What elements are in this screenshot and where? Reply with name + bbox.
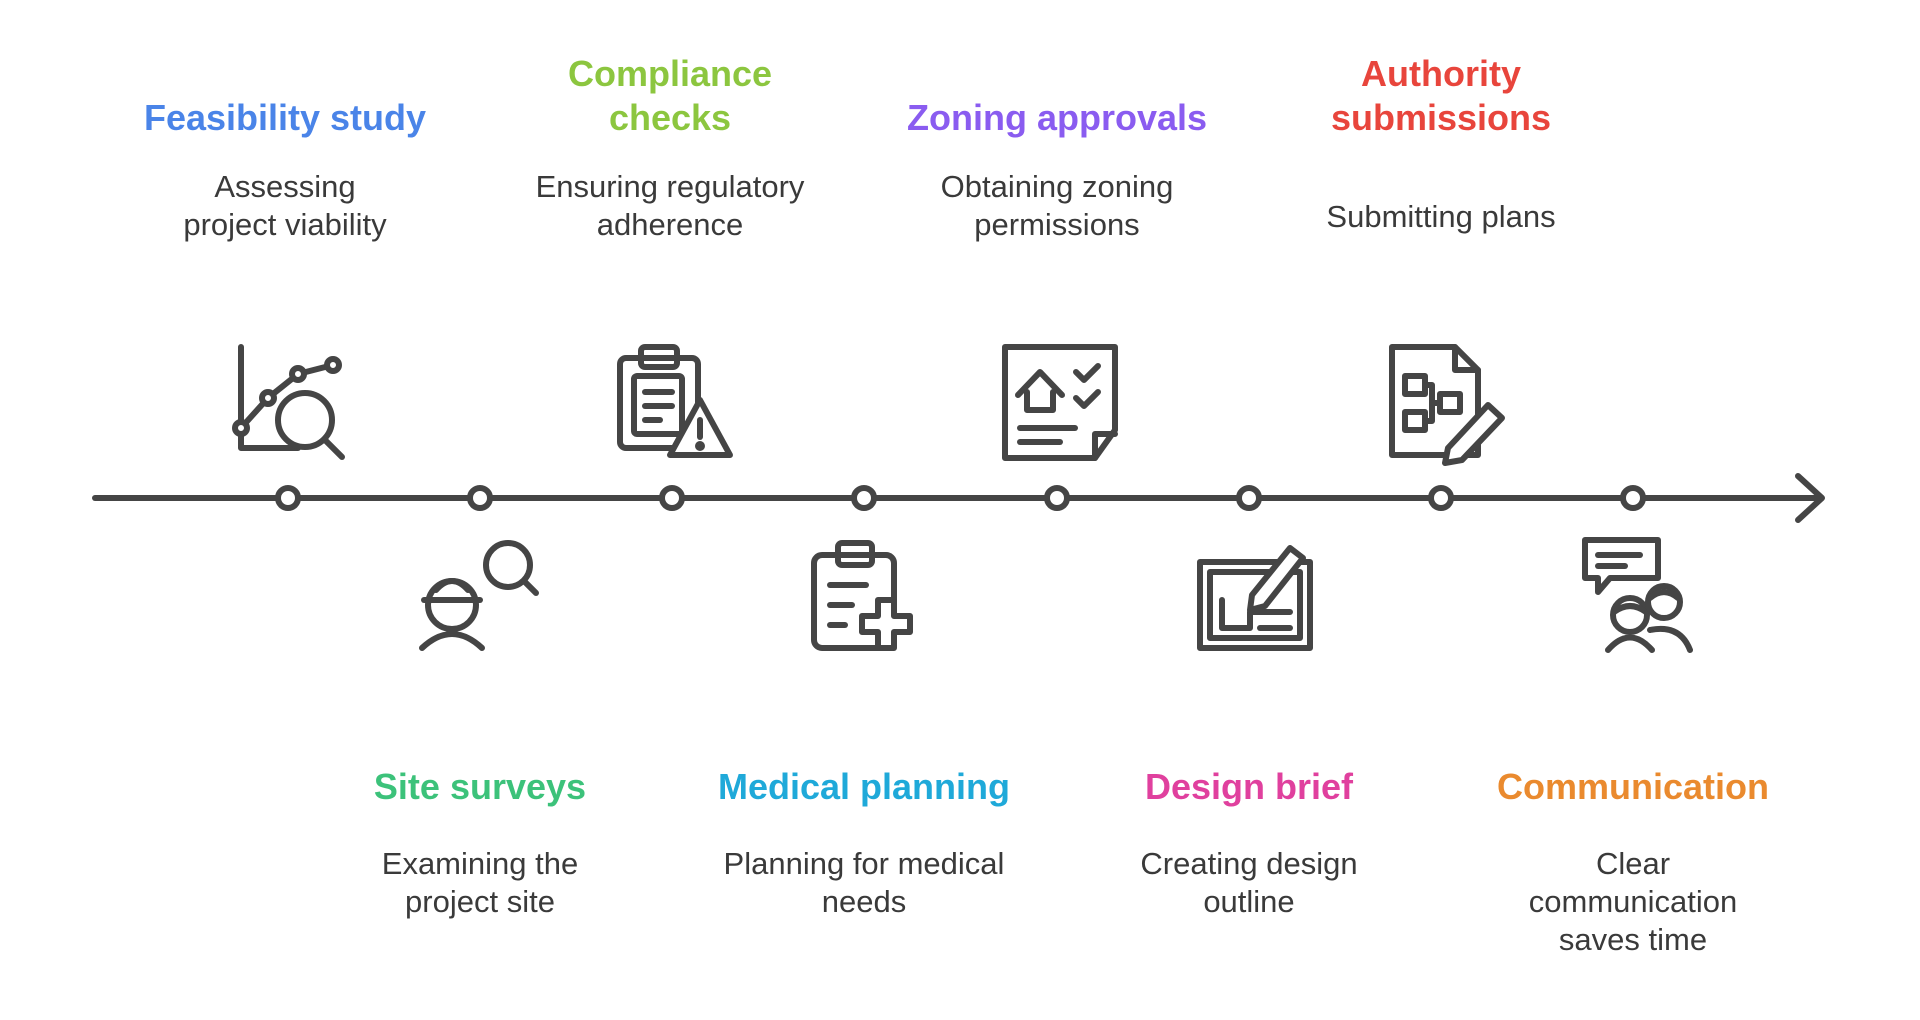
step-description: Clear communication saves time	[1528, 846, 1738, 957]
step-compliance-checks: Compliance checks Ensuring regulatory ad…	[500, 40, 840, 250]
step-marker	[1620, 485, 1646, 511]
step-description: Planning for medical needs	[723, 846, 1005, 919]
chart-magnifier-icon	[232, 344, 345, 460]
step-marker	[275, 485, 301, 511]
step-authority-submissions: Authority submissions Submitting plans	[1271, 40, 1611, 250]
step-marker	[1044, 485, 1070, 511]
step-design-brief: Design brief Creating design outline	[1079, 765, 1419, 921]
step-description: Assessing project viability	[183, 169, 387, 242]
step-site-surveys: Site surveys Examining the project site	[310, 765, 650, 921]
step-title: Authority submissions	[1330, 53, 1552, 138]
step-marker	[851, 485, 877, 511]
step-description: Ensuring regulatory adherence	[535, 169, 805, 242]
step-marker	[1428, 485, 1454, 511]
step-title: Communication	[1496, 766, 1769, 807]
clipboard-medical-icon	[811, 540, 913, 651]
step-title: Design brief	[1144, 766, 1354, 807]
step-title: Medical planning	[717, 766, 1011, 807]
step-description: Obtaining zoning permissions	[940, 169, 1174, 242]
step-description: Submitting plans	[1326, 199, 1556, 234]
document-flowchart-pencil-icon	[1389, 344, 1505, 466]
step-zoning-approvals: Zoning approvals Obtaining zoning permis…	[887, 40, 1227, 250]
step-communication: Communication Clear communication saves …	[1463, 765, 1803, 959]
step-title: Compliance checks	[567, 53, 773, 138]
step-description: Examining the project site	[381, 846, 579, 919]
step-marker	[659, 485, 685, 511]
step-feasibility-study: Feasibility study Assessing project viab…	[115, 40, 455, 250]
blueprint-pencil-icon	[1197, 545, 1313, 651]
step-marker	[467, 485, 493, 511]
step-marker	[1236, 485, 1262, 511]
step-medical-planning: Medical planning Planning for medical ne…	[694, 765, 1034, 921]
timeline-arrowhead	[1795, 473, 1825, 523]
timeline-markers	[275, 485, 1646, 511]
step-description: Creating design outline	[1140, 846, 1358, 919]
step-title: Feasibility study	[143, 97, 427, 138]
step-title: Zoning approvals	[906, 97, 1208, 138]
clipboard-warning-icon	[617, 344, 733, 458]
worker-search-icon	[419, 540, 539, 651]
chat-people-icon	[1582, 537, 1693, 653]
step-title: Site surveys	[373, 766, 587, 807]
house-checklist-icon	[1002, 344, 1118, 461]
